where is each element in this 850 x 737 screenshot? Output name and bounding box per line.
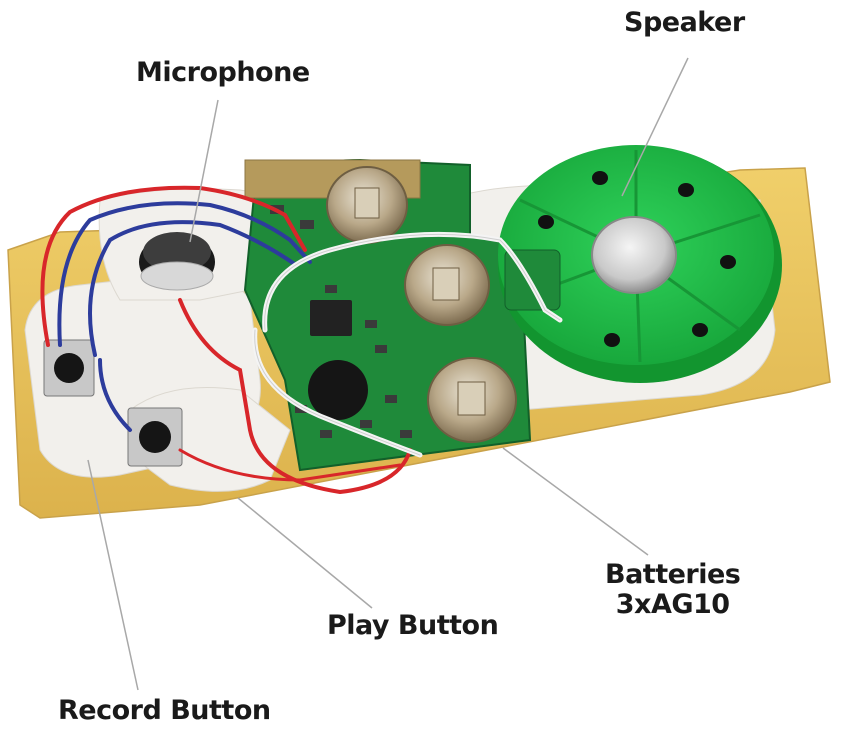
record-button-leader-line bbox=[87, 459, 139, 691]
speaker-unit bbox=[498, 145, 782, 383]
battery-cells bbox=[326, 166, 517, 443]
speaker-leader-line bbox=[621, 57, 689, 197]
microphone-label: Microphone bbox=[136, 57, 310, 88]
wires bbox=[40, 185, 563, 495]
speaker-label: Speaker bbox=[624, 7, 745, 38]
record-switch bbox=[43, 339, 95, 397]
batteries-leader-line bbox=[502, 447, 649, 556]
batteries-label-line2: 3xAG10 bbox=[615, 589, 730, 620]
play-button-leader-line bbox=[237, 497, 373, 609]
play-button-label: Play Button bbox=[327, 610, 499, 641]
batteries-label: Batteries 3xAG10 bbox=[605, 559, 741, 620]
microphone-leader-line bbox=[189, 99, 219, 243]
play-switch bbox=[127, 407, 183, 467]
callout-lines bbox=[87, 57, 689, 691]
batteries-label-line1: Batteries bbox=[605, 559, 741, 590]
record-button-label: Record Button bbox=[58, 695, 271, 726]
microphone-capsule bbox=[139, 232, 215, 291]
